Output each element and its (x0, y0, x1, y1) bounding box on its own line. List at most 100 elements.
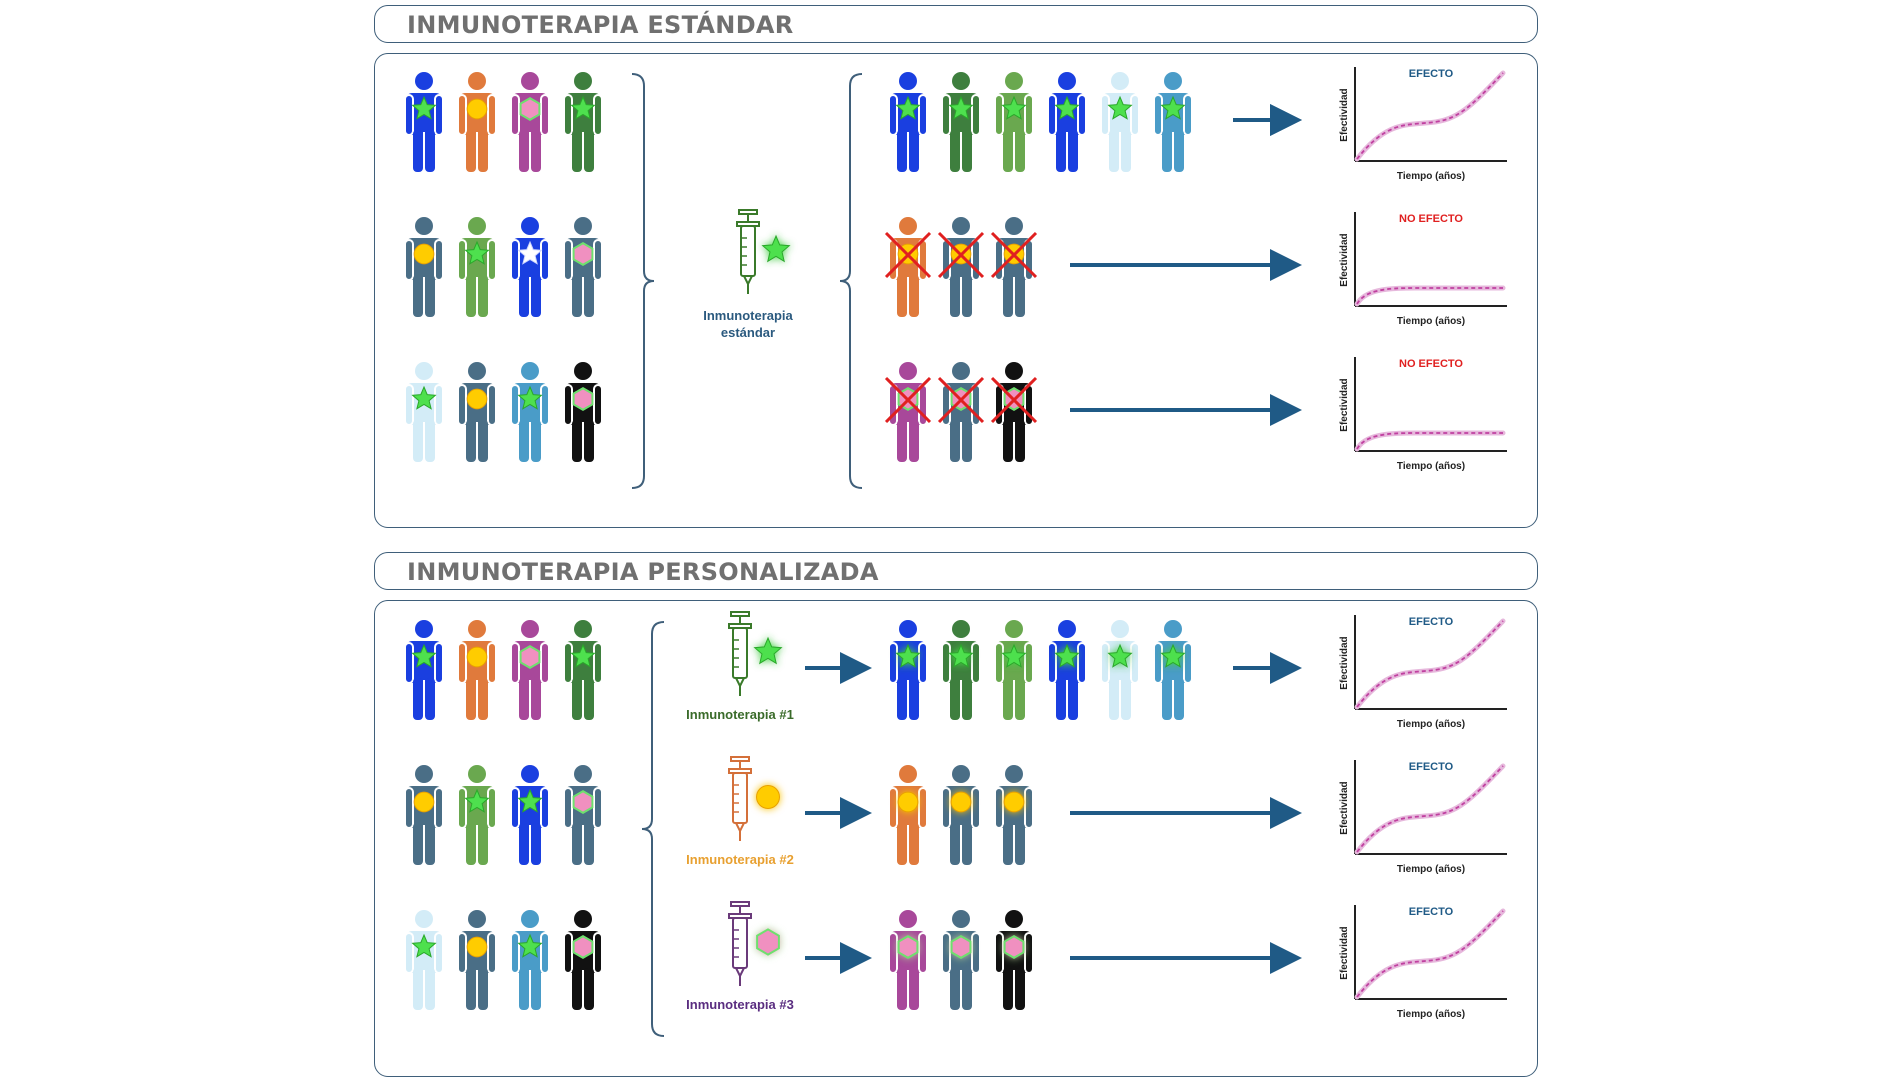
outcome-person (888, 765, 928, 865)
tumor-marker-star-white-icon (517, 240, 543, 265)
tumor-marker-star-icon (1160, 95, 1186, 120)
population-person (457, 72, 497, 172)
outcome-person (994, 72, 1034, 172)
population-person (510, 620, 550, 720)
therapy-marker-star-icon (761, 234, 791, 263)
therapies-brace (641, 621, 665, 1037)
tumor-marker-hex-icon (1003, 935, 1025, 959)
cross-mark (884, 376, 932, 424)
outcome-person (937, 362, 985, 462)
syringe-therapy-1-icon (728, 611, 783, 696)
section-title-personalized-text: INMUNOTERAPIA PERSONALIZADA (407, 558, 879, 586)
population-person (510, 765, 550, 865)
tumor-marker-star-icon (464, 788, 490, 813)
tumor-marker-star-icon (1054, 95, 1080, 120)
tumor-marker-star-icon (1001, 643, 1027, 668)
population-person (404, 620, 444, 720)
therapy-label: Inmunoterapia #3 (686, 997, 794, 1012)
tumor-marker-star-icon (895, 643, 921, 668)
tumor-marker-star-icon (411, 385, 437, 410)
population-person (457, 910, 497, 1010)
y-axis-label: Efectividad (1339, 88, 1350, 141)
x-axis-label: Tiempo (años) (1397, 719, 1465, 730)
outcome-person (994, 910, 1034, 1010)
population-person (563, 362, 603, 462)
outcome-person (1153, 620, 1193, 720)
population-person (563, 72, 603, 172)
tumor-marker-star-icon (517, 385, 543, 410)
therapy-label: estándar (721, 325, 775, 340)
tumor-marker-star-icon (411, 643, 437, 668)
effectiveness-curve-halo (1354, 285, 1506, 307)
tumor-marker-star-icon (411, 95, 437, 120)
outcome-person (884, 362, 932, 462)
outcome-person (994, 620, 1034, 720)
outcome-person (1100, 72, 1140, 172)
cross-mark (884, 231, 932, 279)
tumor-marker-hex-icon (572, 935, 594, 959)
population-person (404, 362, 444, 462)
tumor-marker-star-icon (1054, 643, 1080, 668)
y-axis-label: Efectividad (1339, 781, 1350, 834)
population-person (563, 765, 603, 865)
tumor-marker-star-icon (948, 95, 974, 120)
section-title-standard: INMUNOTERAPIA ESTÁNDAR (374, 5, 1538, 43)
tumor-marker-circle-icon (950, 791, 972, 813)
tumor-marker-circle-icon (413, 243, 435, 265)
tumor-marker-hex-icon (572, 387, 594, 411)
effectiveness-curve-halo (1354, 908, 1506, 1000)
population-person (404, 910, 444, 1010)
tumor-marker-hex-icon (950, 935, 972, 959)
effectiveness-curve-halo (1354, 70, 1506, 162)
x-axis-label: Tiempo (años) (1397, 1009, 1465, 1020)
outcome-person (937, 217, 985, 317)
cross-mark (990, 376, 1038, 424)
therapy-marker-hex-icon (756, 928, 780, 956)
population-person (457, 620, 497, 720)
effectiveness-curve-halo (1354, 763, 1506, 855)
outcome-person (1153, 72, 1193, 172)
population-person (404, 217, 444, 317)
therapy-label: Inmunoterapia #1 (686, 707, 794, 722)
tumor-marker-hex-icon (897, 935, 919, 959)
cross-mark (937, 376, 985, 424)
y-axis-label: Efectividad (1339, 926, 1350, 979)
population-person (563, 910, 603, 1010)
outcome-person (990, 217, 1038, 317)
effect-label: EFECTO (1409, 68, 1454, 80)
effect-label: EFECTO (1409, 906, 1454, 918)
population-person (457, 765, 497, 865)
y-axis-label: Efectividad (1339, 378, 1350, 431)
tumor-marker-star-icon (1107, 95, 1133, 120)
outcome-person (1047, 72, 1087, 172)
section-title-personalized: INMUNOTERAPIA PERSONALIZADA (374, 552, 1538, 590)
outcome-person (1047, 620, 1087, 720)
outcome-person (990, 362, 1038, 462)
population-person (404, 72, 444, 172)
population-brace (631, 73, 655, 489)
population-person (563, 620, 603, 720)
effectiveness-curve (1356, 765, 1504, 853)
tumor-marker-hex-icon (519, 645, 541, 669)
tumor-marker-circle-icon (466, 646, 488, 668)
effect-label: EFECTO (1409, 761, 1454, 773)
tumor-marker-circle-icon (466, 98, 488, 120)
population-person (510, 910, 550, 1010)
tumor-marker-star-icon (517, 788, 543, 813)
effectiveness-curve-halo (1354, 430, 1506, 452)
x-axis-label: Tiempo (años) (1397, 316, 1465, 327)
tumor-marker-hex-icon (572, 242, 594, 266)
effectiveness-curve (1356, 620, 1504, 708)
tumor-marker-hex-icon (519, 97, 541, 121)
section-title-standard-text: INMUNOTERAPIA ESTÁNDAR (407, 11, 794, 39)
outcome-person (994, 765, 1034, 865)
syringe-standard-icon (736, 209, 791, 294)
population-person (457, 217, 497, 317)
tumor-marker-star-icon (464, 240, 490, 265)
effectiveness-curve (1356, 72, 1504, 160)
tumor-marker-circle-icon (413, 791, 435, 813)
tumor-marker-hex-icon (572, 790, 594, 814)
